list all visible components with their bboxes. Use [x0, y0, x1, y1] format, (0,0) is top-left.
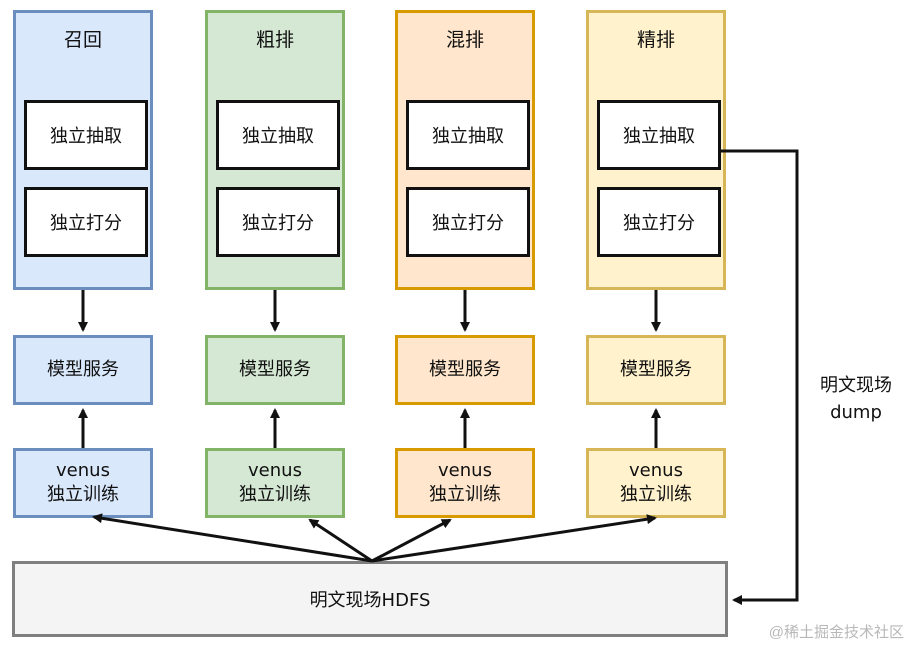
extract-box: 独立抽取 [406, 100, 530, 170]
model-service-box: 模型服务 [395, 335, 535, 405]
extract-label: 独立抽取 [50, 126, 122, 147]
lane-title: 精排 [636, 29, 675, 51]
extract-box: 独立抽取 [24, 100, 148, 170]
score-box: 独立打分 [597, 187, 721, 257]
score-label: 独立打分 [432, 213, 504, 234]
dump-label-line1: 明文现场 [820, 375, 892, 396]
hdfs-to-training-arrow [371, 518, 452, 563]
model-service-label: 模型服务 [47, 359, 119, 380]
model-service-label: 模型服务 [620, 359, 692, 380]
training-label: 独立训练 [429, 484, 501, 505]
venus-label: venus [629, 460, 683, 481]
score-label: 独立打分 [50, 213, 122, 234]
dump-label: 明文现场 dump [808, 372, 904, 426]
hdfs-to-training-arrow [308, 518, 373, 563]
venus-label: venus [438, 460, 492, 481]
lane-coarse-rank: 粗排 独立抽取 独立打分 [205, 10, 345, 290]
model-service-box: 模型服务 [586, 335, 726, 405]
venus-label: venus [56, 460, 110, 481]
venus-training-box: venus 独立训练 [586, 448, 726, 518]
score-box: 独立打分 [216, 187, 340, 257]
hdfs-box: 明文现场HDFS [12, 561, 728, 637]
extract-box: 独立抽取 [216, 100, 340, 170]
extract-label: 独立抽取 [623, 126, 695, 147]
lane-title: 召回 [63, 29, 102, 51]
model-service-label: 模型服务 [239, 359, 311, 380]
watermark: @稀土掘金技术社区 [768, 624, 904, 641]
score-box: 独立打分 [24, 187, 148, 257]
score-label: 独立打分 [242, 213, 314, 234]
lane-mixed-rank: 混排 独立抽取 独立打分 [395, 10, 535, 290]
venus-training-box: venus 独立训练 [395, 448, 535, 518]
lane-recall: 召回 独立抽取 独立打分 [13, 10, 153, 290]
score-box: 独立打分 [406, 187, 530, 257]
lane-title: 混排 [445, 29, 484, 51]
training-label: 独立训练 [620, 484, 692, 505]
hdfs-to-training-arrow [371, 514, 657, 563]
training-label: 独立训练 [47, 484, 119, 505]
dump-path-arrow [720, 149, 799, 605]
hdfs-to-training-arrow [92, 513, 373, 563]
hdfs-label: 明文现场HDFS [309, 590, 431, 611]
venus-training-box: venus 独立训练 [13, 448, 153, 518]
extract-label: 独立抽取 [432, 126, 504, 147]
venus-label: venus [248, 460, 302, 481]
dump-label-line2: dump [830, 402, 882, 423]
lane-fine-rank: 精排 独立抽取 独立打分 [586, 10, 726, 290]
score-label: 独立打分 [623, 213, 695, 234]
extract-box: 独立抽取 [597, 100, 721, 170]
training-label: 独立训练 [239, 484, 311, 505]
venus-training-box: venus 独立训练 [205, 448, 345, 518]
model-service-box: 模型服务 [13, 335, 153, 405]
model-service-box: 模型服务 [205, 335, 345, 405]
extract-label: 独立抽取 [242, 126, 314, 147]
lane-title: 粗排 [255, 29, 294, 51]
model-service-label: 模型服务 [429, 359, 501, 380]
